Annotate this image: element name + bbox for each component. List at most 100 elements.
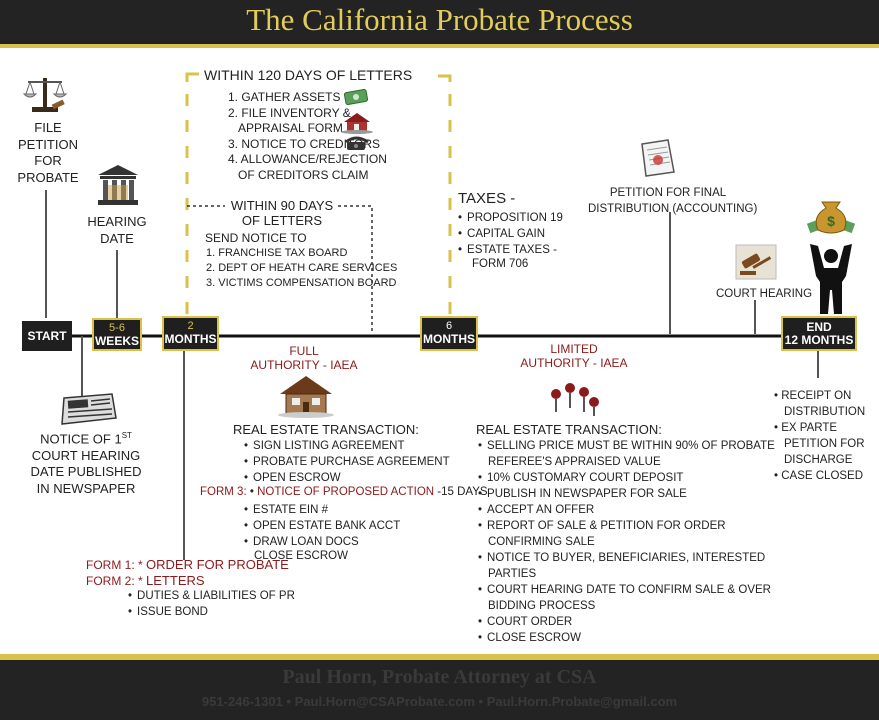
scales-of-justice-icon [22,78,68,112]
within-90-item: 2. DEPT OF HEATH CARE SERVICES [206,262,398,274]
keys-icon [551,383,599,416]
house-icon-small [341,113,373,134]
end-list-text: PETITION FOR [784,438,865,450]
form-3-row: FORM 3: • NOTICE OF PROPOSED ACTION -15 … [200,486,488,498]
house-icon [278,376,334,418]
hearing-date-line: HEARING [87,214,147,229]
taxes-item: CAPITAL GAIN [458,226,563,242]
re-limited-item: 10% CUSTOMARY COURT DEPOSIT [478,470,775,486]
within-120-item: 1. GATHER ASSETS [228,90,341,104]
month-6-number: 6 [445,320,453,332]
within-120-item: 2. FILE INVENTORY & [228,105,351,120]
within-90-title-line: OF LETTERS [241,213,323,228]
notice-hearing-line: NOTICE OF 1 [40,431,122,447]
re-limited-item: NOTICE TO BUYER, BENEFICIARIES, INTEREST… [478,550,775,566]
re-limited-item-cont: PARTIES [488,568,537,580]
re-limited-item-cont: BIDDING PROCESS [488,600,596,612]
full-authority-line: AUTHORITY - IAEA [250,358,358,372]
footer-contact: 951-246-1301 • Paul.Horn@CSAProbate.com … [201,694,678,709]
end-list: • RECEIPT ON DISTRIBUTION • EX PARTE PET… [774,388,865,484]
re-full-item: DRAW LOAN DOCS [244,534,400,550]
taxes-list: PROPOSITION 19 CAPITAL GAIN ESTATE TAXES… [458,210,563,258]
timeline-2-months-box: 2 MONTHS [162,316,219,351]
within-90-item: 3. VICTIMS COMPENSATION BOARD [206,277,397,289]
re-full-title: REAL ESTATE TRANSACTION: [233,422,419,437]
form-1-row: FORM 1: * ORDER FOR PROBATE [86,557,289,572]
send-notice-label: SEND NOTICE TO [205,231,307,245]
page-title: The California Probate Process [246,2,633,37]
notice-hearing-line: COURT HEARING [31,447,141,463]
taxes-item: PROPOSITION 19 [458,210,563,226]
form-3-label: FORM 3: [200,486,247,498]
file-petition-text: FILE PETITION FOR PROBATE [12,120,84,186]
re-full-item: SIGN LISTING AGREEMENT [244,438,450,454]
weeks-number: 5-6 [109,322,125,334]
within-120-item: 3. NOTICE TO CREDITORS [228,136,381,151]
notice-hearing-line: DATE PUBLISHED [30,464,142,480]
within-120-item: 4. ALLOWANCE/REJECTION [228,152,387,166]
bracket-120-left-top [185,72,199,82]
month-2-number: 2 [187,320,194,332]
file-petition-line: FILE [34,120,62,135]
full-authority-label: FULL AUTHORITY - IAEA [244,344,364,372]
end-list-text: EX PARTE [781,422,838,434]
petition-final-line: PETITION FOR FINAL [609,187,727,199]
re-full-item: ESTATE EIN # [244,502,400,518]
within-90-item: 1. FRANCHISE TAX BOARD [206,247,348,259]
form-2-item: LETTERS [146,573,205,588]
form-2-row: FORM 2: * LETTERS [86,573,205,588]
start-label: START [27,329,67,343]
svg-text:$: $ [827,213,835,229]
re-limited-item: SELLING PRICE MUST BE WITHIN 90% OF PROB… [478,438,775,454]
celebrating-person-icon [810,244,852,314]
end-list-text: RECEIPT ON [781,390,852,402]
month-2-unit: MONTHS [164,332,217,346]
form-1-label: FORM 1: [86,558,135,572]
within-120-item: APPRAISAL FORM [238,121,343,135]
timeline-weeks-box: 5-6 WEEKS [92,318,142,351]
forms-item: ISSUE BOND [128,604,295,620]
court-hearing-label: COURT HEARING [716,288,813,300]
phone-icon [345,136,369,150]
file-petition-line: PROBATE [17,169,79,185]
re-limited-item: CLOSE ESCROW [478,630,775,646]
petition-final-line: DISTRIBUTION (ACCOUNTING) [588,202,758,215]
end-list-item: • EX PARTE [774,422,838,434]
month-6-unit: MONTHS [423,332,475,346]
timeline-start-box: START [22,321,72,351]
form-3-item: NOTICE OF PROPOSED ACTION [257,486,435,498]
re-limited-item-cont: CONFIRMING SALE [488,536,595,548]
form-1-item: ORDER FOR PROBATE [146,557,289,572]
re-limited-item-cont: REFEREE'S APPRAISED VALUE [488,456,661,468]
forms-list: DUTIES & LIABILITIES OF PR ISSUE BOND [128,588,295,620]
re-limited-list: SELLING PRICE MUST BE WITHIN 90% OF PROB… [478,438,775,646]
end-list-text: DISTRIBUTION [784,406,866,418]
timeline-end-box: END 12 MONTHS [781,316,857,351]
hearing-date-text: HEARING DATE [82,214,152,247]
petition-final-text: PETITION FOR FINAL DISTRIBUTION (ACCOUNT… [588,186,758,217]
footer-gold-line [0,654,879,660]
timeline-6-months-box: 6 MONTHS [420,316,478,351]
weeks-unit: WEEKS [94,334,139,348]
notice-hearing-text: NOTICE OF 1ST COURT HEARING DATE PUBLISH… [26,428,146,497]
end-list-item: • RECEIPT ON [774,390,852,402]
taxes-title: TAXES - [458,190,516,207]
within-90-list: 1. FRANCHISE TAX BOARD 2. DEPT OF HEATH … [206,246,397,291]
header-gold-line [0,44,879,48]
re-limited-item: COURT HEARING DATE TO CONFIRM SALE & OVE… [478,582,775,598]
limited-authority-label: LIMITED AUTHORITY - IAEA [512,342,636,370]
re-full-close-escrow: CLOSE ESCROW [254,550,348,562]
form-2-label: FORM 2: [86,574,135,588]
full-authority-line: FULL [289,344,319,358]
re-limited-item: PUBLISH IN NEWSPAPER FOR SALE [478,486,775,502]
within-120-title: WITHIN 120 DAYS OF LETTERS [204,67,413,83]
end-list-item: • CASE CLOSED [774,470,864,482]
notice-hearing-line: IN NEWSPAPER [36,480,136,496]
file-petition-line: FOR [34,153,62,168]
limited-authority-line: AUTHORITY - IAEA [520,356,628,370]
forms-item: DUTIES & LIABILITIES OF PR [128,588,295,604]
re-limited-item: REPORT OF SALE & PETITION FOR ORDER [478,518,775,534]
re-limited-item: COURT ORDER [478,614,775,630]
notice-hearing-superscript: ST [121,431,132,440]
end-list-text: DISCHARGE [784,454,853,466]
